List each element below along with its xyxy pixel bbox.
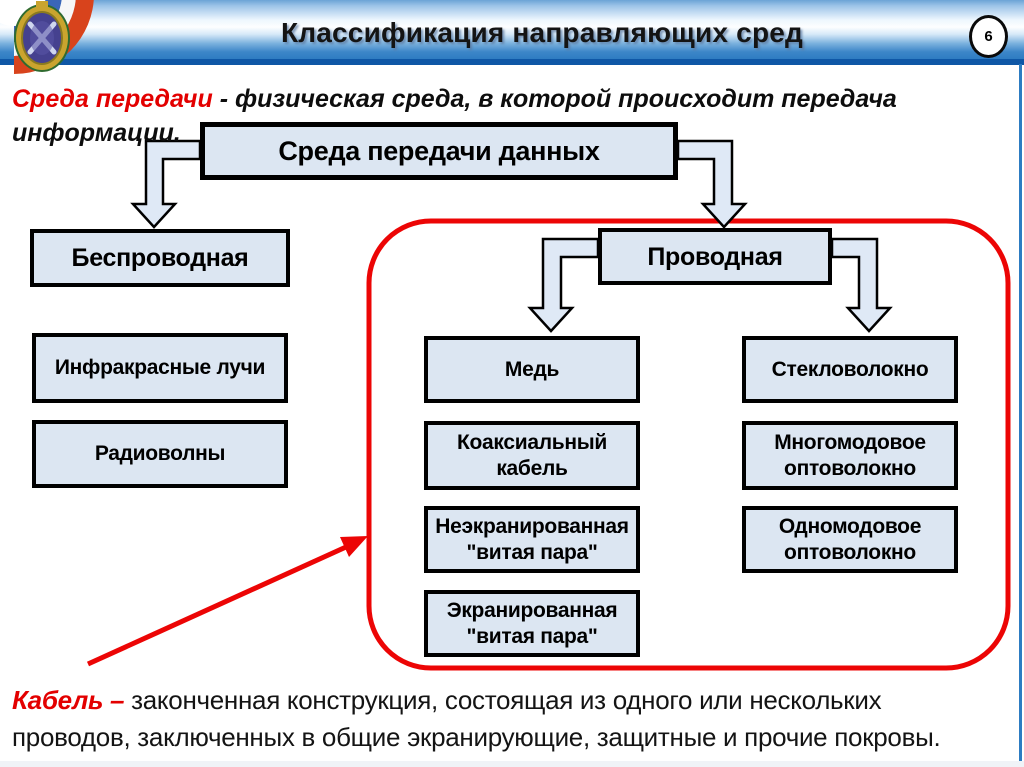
node-copper: Медь [424, 336, 640, 403]
header-band [0, 0, 1024, 59]
node-utp: Неэкранированная "витая пара" [424, 506, 640, 573]
definition-term: Среда передачи [12, 85, 213, 113]
node-stp: Экранированная "витая пара" [424, 590, 640, 657]
node-multimode: Многомодовое оптоволокно [742, 421, 958, 490]
arrow-root-to-wireless [130, 139, 202, 229]
arrow-root-to-wired [676, 139, 748, 229]
arrow-wired-to-copper [527, 237, 600, 333]
node-radio: Радиоволны [32, 420, 288, 488]
node-infrared: Инфракрасные лучи [32, 333, 288, 403]
footnote-line2: проводов, заключенных в общие экранирующ… [12, 722, 941, 752]
node-fiber: Стекловолокно [742, 336, 958, 403]
definition-line2: информации. [12, 119, 181, 147]
definition-rest: - физическая среда, в которой происходит… [212, 85, 897, 113]
page-number: 6 [984, 28, 993, 45]
node-wireless: Беспроводная [30, 229, 290, 287]
footnote-text: Кабель – законченная конструкция, состоя… [12, 682, 1017, 756]
coat-of-arms-icon [14, 1, 70, 72]
arrow-wired-to-fiber [830, 237, 893, 333]
definition-text: Среда передачи - физическая среда, в кот… [12, 82, 1012, 150]
page-title: Классификация направляющих сред [280, 17, 803, 48]
node-singlemode: Одномодовое оптоволокно [742, 506, 958, 573]
emblem-icon [0, 0, 94, 74]
header-divider [0, 59, 1024, 67]
node-wired: Проводная [598, 228, 832, 285]
footnote-term: Кабель – [12, 685, 125, 715]
slide-bottom-strip [0, 761, 1024, 767]
red-pointer-arrow [86, 536, 368, 667]
node-coax: Коаксиальный кабель [424, 421, 640, 490]
footnote-rest: законченная конструкция, состоящая из од… [124, 685, 882, 715]
page-number-badge: 6 [969, 15, 1008, 58]
slide-right-border [1019, 64, 1022, 767]
node-root: Среда передачи данных [200, 122, 678, 180]
